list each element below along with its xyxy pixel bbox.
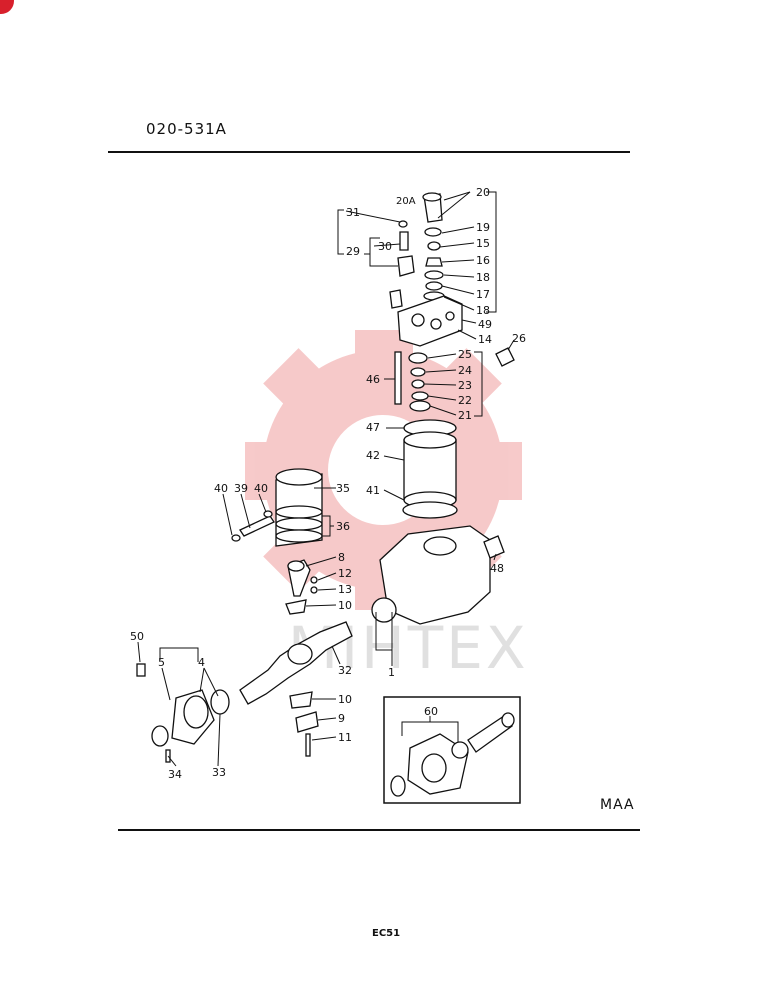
callout-40a: 40: [214, 482, 228, 495]
clip-40a: [231, 534, 241, 542]
callout-20: 20: [476, 186, 490, 199]
part-25: [408, 352, 428, 364]
pump-element-20: [422, 192, 443, 223]
part-31: [398, 220, 408, 228]
part-18a: [424, 270, 444, 280]
callout-20a: 20A: [396, 196, 416, 207]
bearing-10b: [289, 691, 313, 709]
cylinder-liner-42: [403, 439, 457, 501]
bolt-12: [310, 576, 318, 584]
callout-9: 9: [338, 712, 345, 725]
callout-13: 13: [338, 583, 352, 596]
callout-18a: 18: [476, 271, 490, 284]
callout-50: 50: [130, 630, 144, 643]
callout-21: 21: [458, 409, 472, 422]
part-number-callouts: 20 20A 19 15 16 18 17 18 49 14 26 25 24 …: [130, 186, 526, 781]
bolt-11: [305, 733, 311, 757]
part-21: [409, 400, 431, 412]
callout-19: 19: [476, 221, 490, 234]
callout-26: 26: [512, 332, 526, 345]
pump-housing-49: [397, 295, 463, 347]
callout-35: 35: [336, 482, 350, 495]
push-rod-46: [394, 351, 402, 405]
callout-41: 41: [366, 484, 380, 497]
part-17: [425, 281, 443, 291]
nut-top: [389, 289, 403, 309]
clip-40b: [263, 510, 273, 518]
callout-22: 22: [458, 394, 472, 407]
callout-11: 11: [338, 731, 352, 744]
inset-part-60: [383, 696, 521, 804]
part-30: [399, 231, 409, 251]
callout-16: 16: [476, 254, 490, 267]
part-15: [427, 241, 441, 251]
callout-15: 15: [476, 237, 490, 250]
plug-50: [136, 663, 146, 677]
callout-36: 36: [336, 520, 350, 533]
piston-pin-39: [239, 515, 275, 537]
callout-29: 29: [346, 245, 360, 258]
callout-23: 23: [458, 379, 472, 392]
part-24: [410, 367, 426, 377]
callout-40b: 40: [254, 482, 268, 495]
callout-14: 14: [478, 333, 492, 346]
callout-4: 4: [198, 656, 205, 669]
piston-rings-36: [275, 505, 323, 519]
bushing-33: [210, 689, 230, 715]
cap-9: [295, 711, 319, 733]
seal-5: [151, 725, 169, 747]
callout-42: 42: [366, 449, 380, 462]
part-29: [397, 255, 415, 277]
page-code: EC51: [372, 928, 401, 939]
bearing-10a: [285, 599, 307, 615]
callout-48: 48: [490, 562, 504, 575]
callout-24: 24: [458, 364, 472, 377]
callout-60: 60: [424, 705, 438, 718]
callout-8: 8: [338, 551, 345, 564]
o-ring-41: [402, 501, 458, 519]
callout-12: 12: [338, 567, 352, 580]
callout-33: 33: [212, 766, 226, 779]
callout-46: 46: [366, 373, 380, 386]
bottom-rule: [118, 829, 640, 831]
callout-10a: 10: [338, 599, 352, 612]
callout-39: 39: [234, 482, 248, 495]
callout-32: 32: [338, 664, 352, 677]
callout-47: 47: [366, 421, 380, 434]
top-rule: [108, 151, 630, 153]
leader-lines: [137, 191, 515, 767]
part-19: [424, 227, 442, 237]
callout-10b: 10: [338, 693, 352, 706]
diagram-code: 020-531A: [146, 120, 227, 138]
callout-31: 31: [346, 206, 360, 219]
crankcase-1: [379, 525, 491, 625]
callout-1: 1: [388, 666, 395, 679]
bearing-48: [483, 535, 505, 559]
part-22: [411, 391, 429, 401]
callout-34: 34: [168, 768, 182, 781]
part-26: [495, 347, 515, 367]
callout-5: 5: [158, 656, 165, 669]
callout-17: 17: [476, 288, 490, 301]
callout-30: 30: [378, 240, 392, 253]
section-code: MAA: [600, 797, 635, 813]
nut-13: [310, 586, 318, 594]
callout-25: 25: [458, 348, 472, 361]
callout-49: 49: [478, 318, 492, 331]
part-16: [425, 257, 443, 267]
part-23: [411, 379, 425, 389]
callout-18b: 18: [476, 304, 490, 317]
